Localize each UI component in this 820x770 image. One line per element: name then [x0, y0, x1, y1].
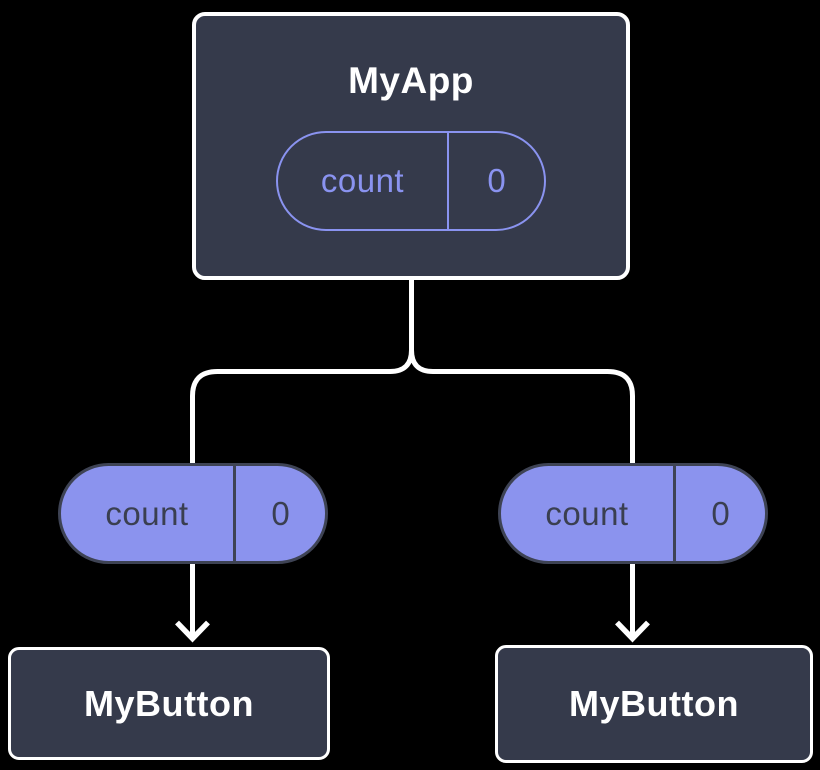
- arrowhead-right-icon: [615, 620, 650, 643]
- prop-pill-right: count 0: [498, 463, 768, 564]
- child-component-node-right: MyButton: [495, 645, 813, 763]
- connector-right-branch: [409, 279, 635, 637]
- state-pill-label: count: [278, 133, 449, 229]
- connector-left-branch: [190, 279, 414, 637]
- prop-pill-left-value: 0: [271, 494, 290, 532]
- state-pill: count 0: [276, 131, 546, 231]
- root-component-node: MyApp count 0: [192, 12, 630, 280]
- arrowhead-left-icon: [175, 620, 210, 643]
- prop-pill-right-label: count: [501, 466, 676, 561]
- prop-pill-right-value: 0: [711, 494, 730, 532]
- root-component-title: MyApp: [348, 60, 474, 101]
- child-component-node-left: MyButton: [8, 647, 330, 760]
- prop-pill-left-label: count: [61, 466, 236, 561]
- prop-pill-left: count 0: [58, 463, 328, 564]
- state-pill-value: 0: [487, 162, 506, 199]
